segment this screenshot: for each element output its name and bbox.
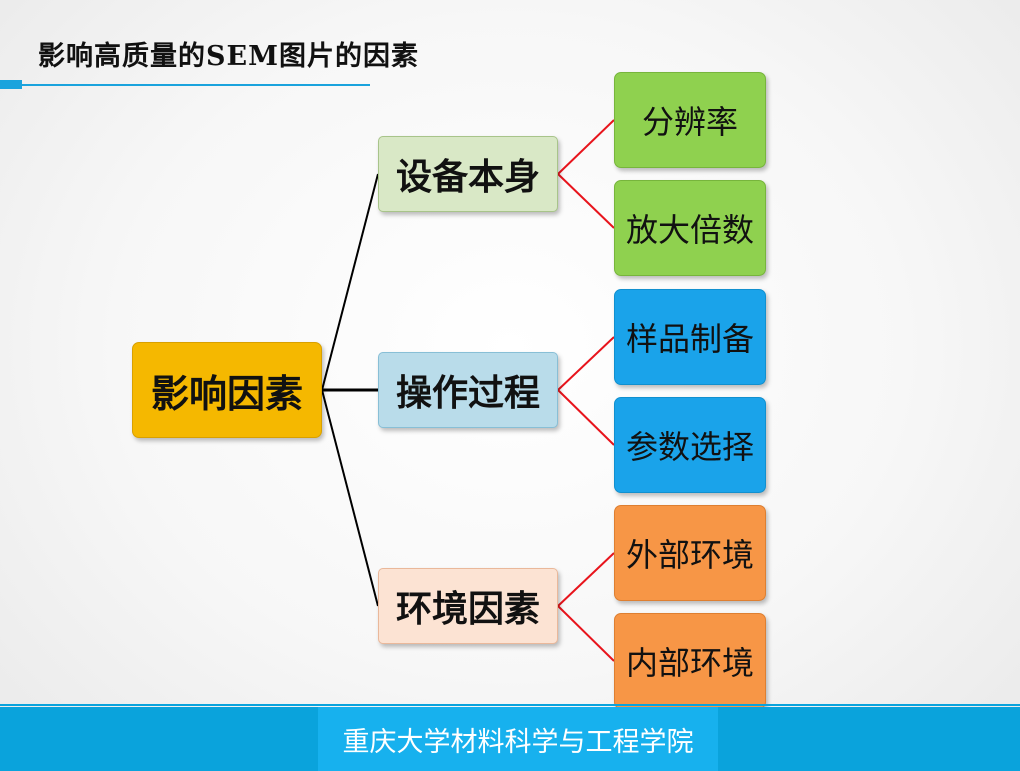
connector-branch2-leaf1: [557, 336, 615, 391]
leaf-node-magnification: 放大倍数: [614, 180, 766, 276]
root-node: 影响因素: [132, 342, 322, 438]
branch-node-equipment: 设备本身: [378, 136, 558, 212]
leaf-node-resolution: 分辨率: [614, 72, 766, 168]
connector-branch1-leaf2: [557, 173, 615, 229]
footer-top-line: [0, 704, 1020, 706]
branch-node-environment: 环境因素: [378, 568, 558, 644]
leaf-node-parameter-selection: 参数选择: [614, 397, 766, 493]
footer-center-panel: [318, 707, 718, 771]
leaf-node-external-env: 外部环境: [614, 505, 766, 601]
title-underline: [22, 84, 370, 86]
slide-title: 影响高质量的SEM图片的因素: [38, 41, 419, 72]
connector-branch2-leaf2: [557, 389, 615, 446]
connector-branch3-leaf1: [557, 552, 615, 607]
leaf-node-internal-env: 内部环境: [614, 613, 766, 709]
connector-branch3-leaf2: [557, 605, 615, 662]
title-accent-bar: [0, 80, 22, 89]
connector-root-branch3: [321, 389, 379, 607]
leaf-node-sample-prep: 样品制备: [614, 289, 766, 385]
connector-branch1-leaf1: [557, 119, 615, 175]
footer-institution: 重庆大学材料科学与工程学院: [342, 726, 694, 758]
branch-node-operation: 操作过程: [378, 352, 558, 428]
connector-root-branch1: [321, 173, 379, 391]
